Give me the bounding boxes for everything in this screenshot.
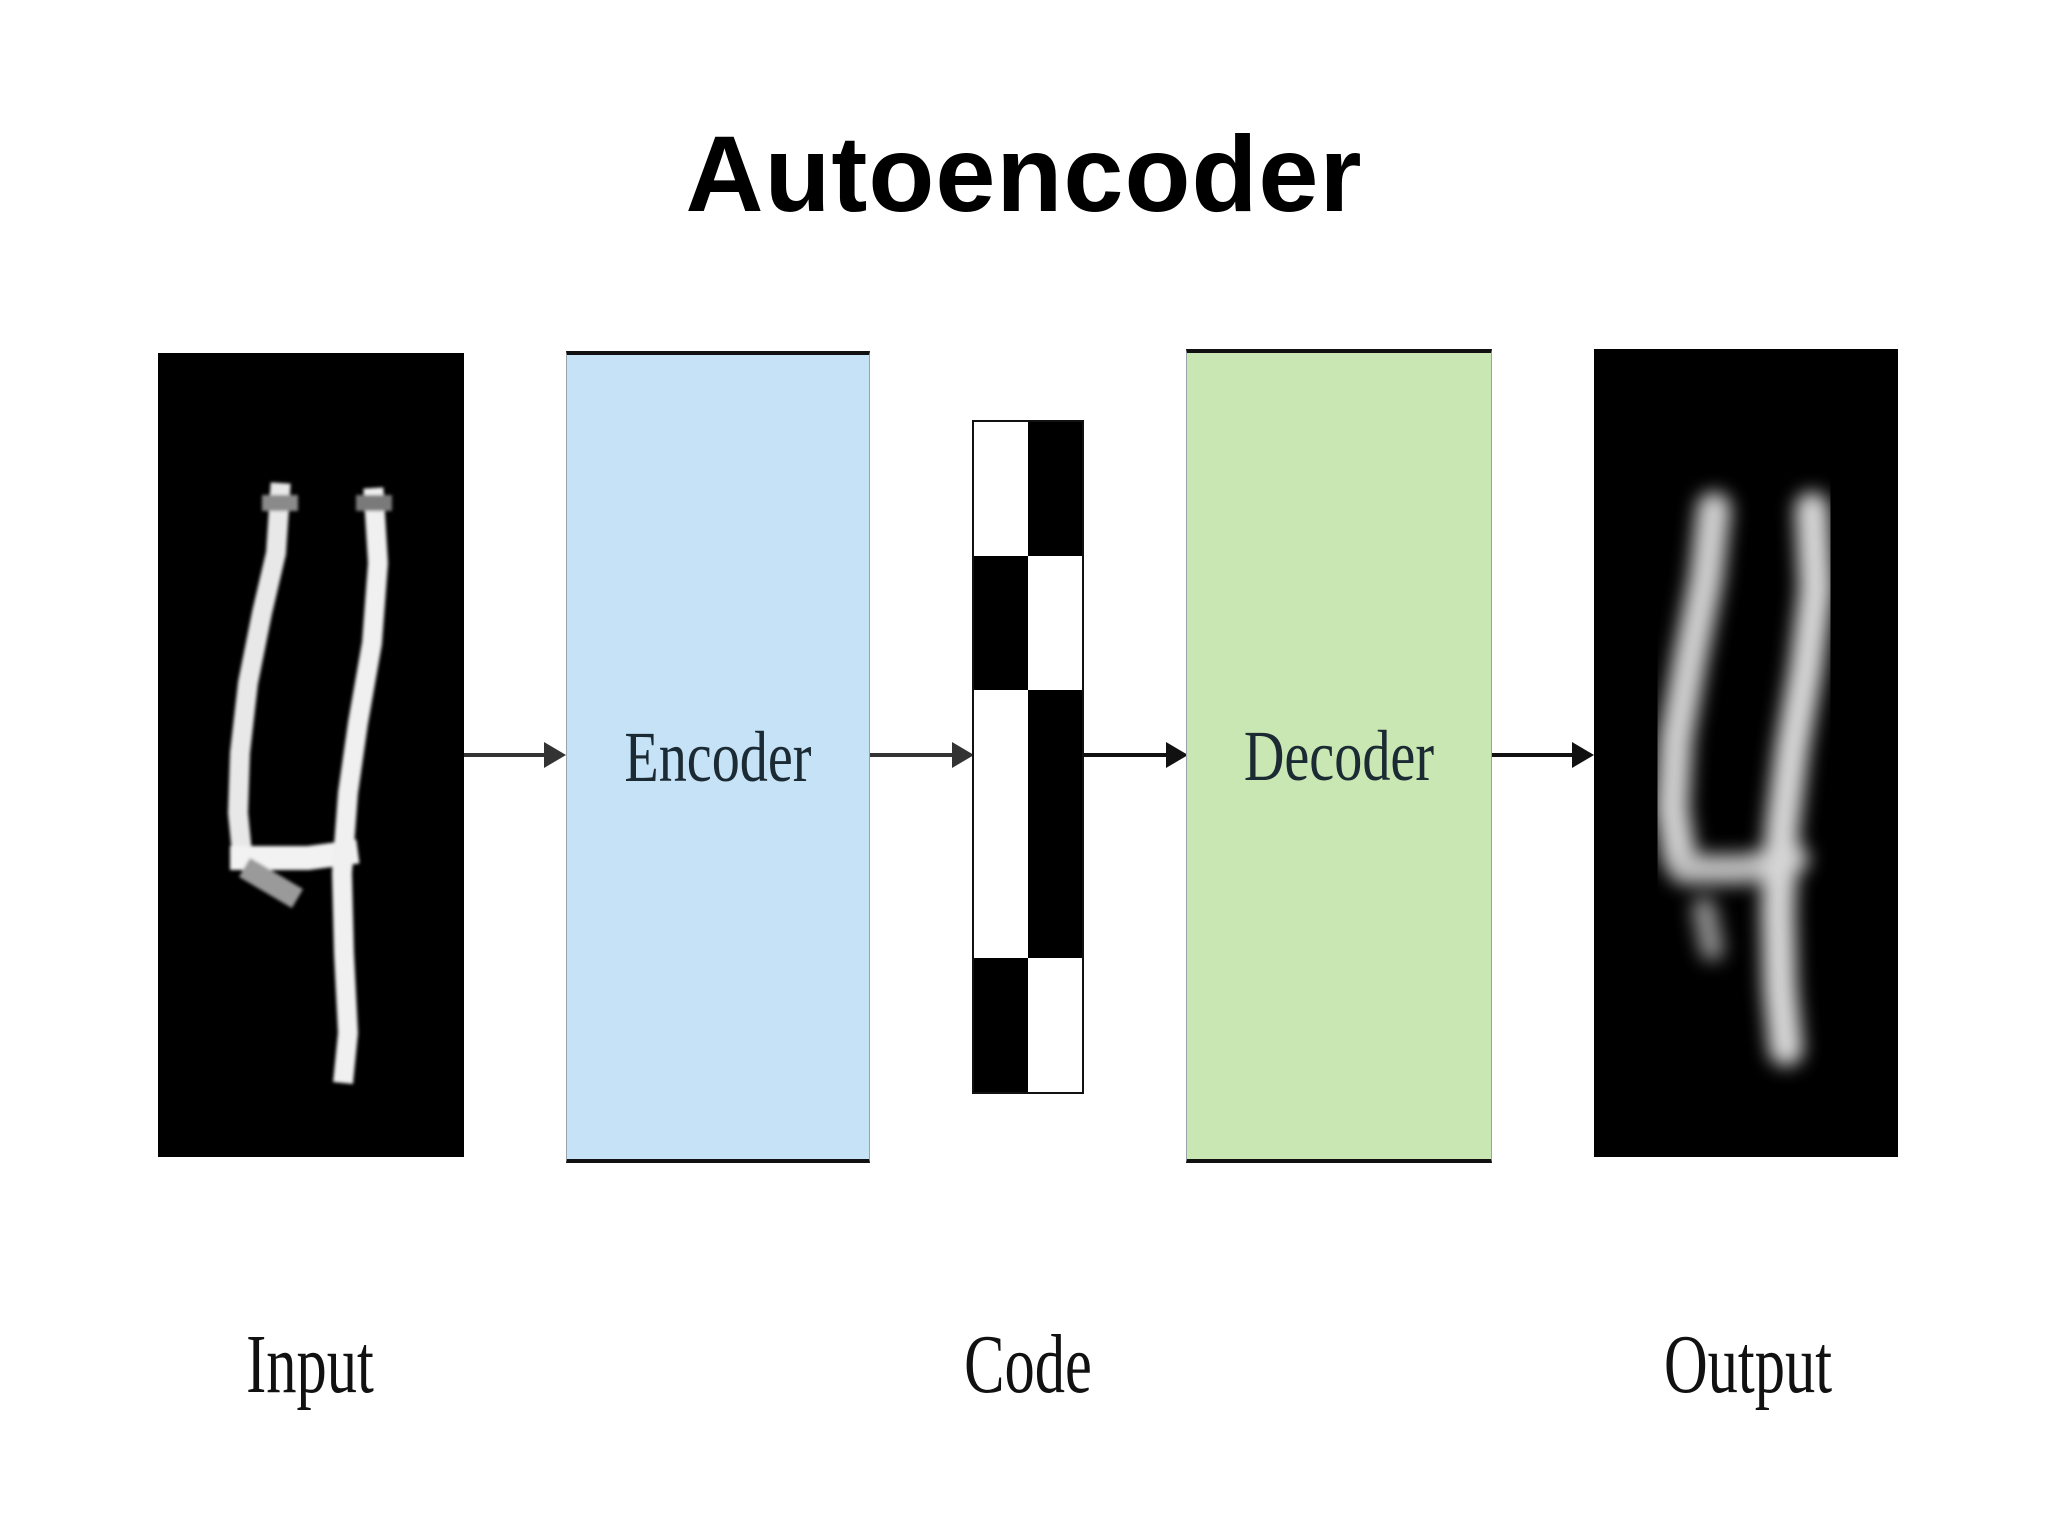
input-digit-image [158,353,464,1157]
code-cell [974,690,1028,824]
output-label: Output [1663,1318,1833,1411]
arrow-code-to-decoder [1084,740,1188,770]
encoder-block: Encoder [566,351,870,1163]
arrow-encoder-to-code [870,740,974,770]
code-cell [974,824,1028,958]
arrow-input-to-encoder [464,740,566,770]
input-label: Input [246,1318,374,1411]
encoder-label: Encoder [624,716,812,797]
decoder-block: Decoder [1186,349,1492,1163]
diagram-title: Autoencoder [685,113,1363,234]
code-cell [974,556,1028,690]
code-cell [1028,824,1082,958]
code-label: Code [964,1318,1092,1411]
code-cell [974,422,1028,556]
code-cell [974,958,1028,1092]
arrow-decoder-to-output [1492,740,1594,770]
output-digit-image [1594,349,1898,1157]
code-cell [1028,958,1082,1092]
code-cell [1028,422,1082,556]
code-bottleneck [972,420,1084,1094]
decoder-label: Decoder [1243,715,1435,796]
code-cell [1028,690,1082,824]
code-cell [1028,556,1082,690]
